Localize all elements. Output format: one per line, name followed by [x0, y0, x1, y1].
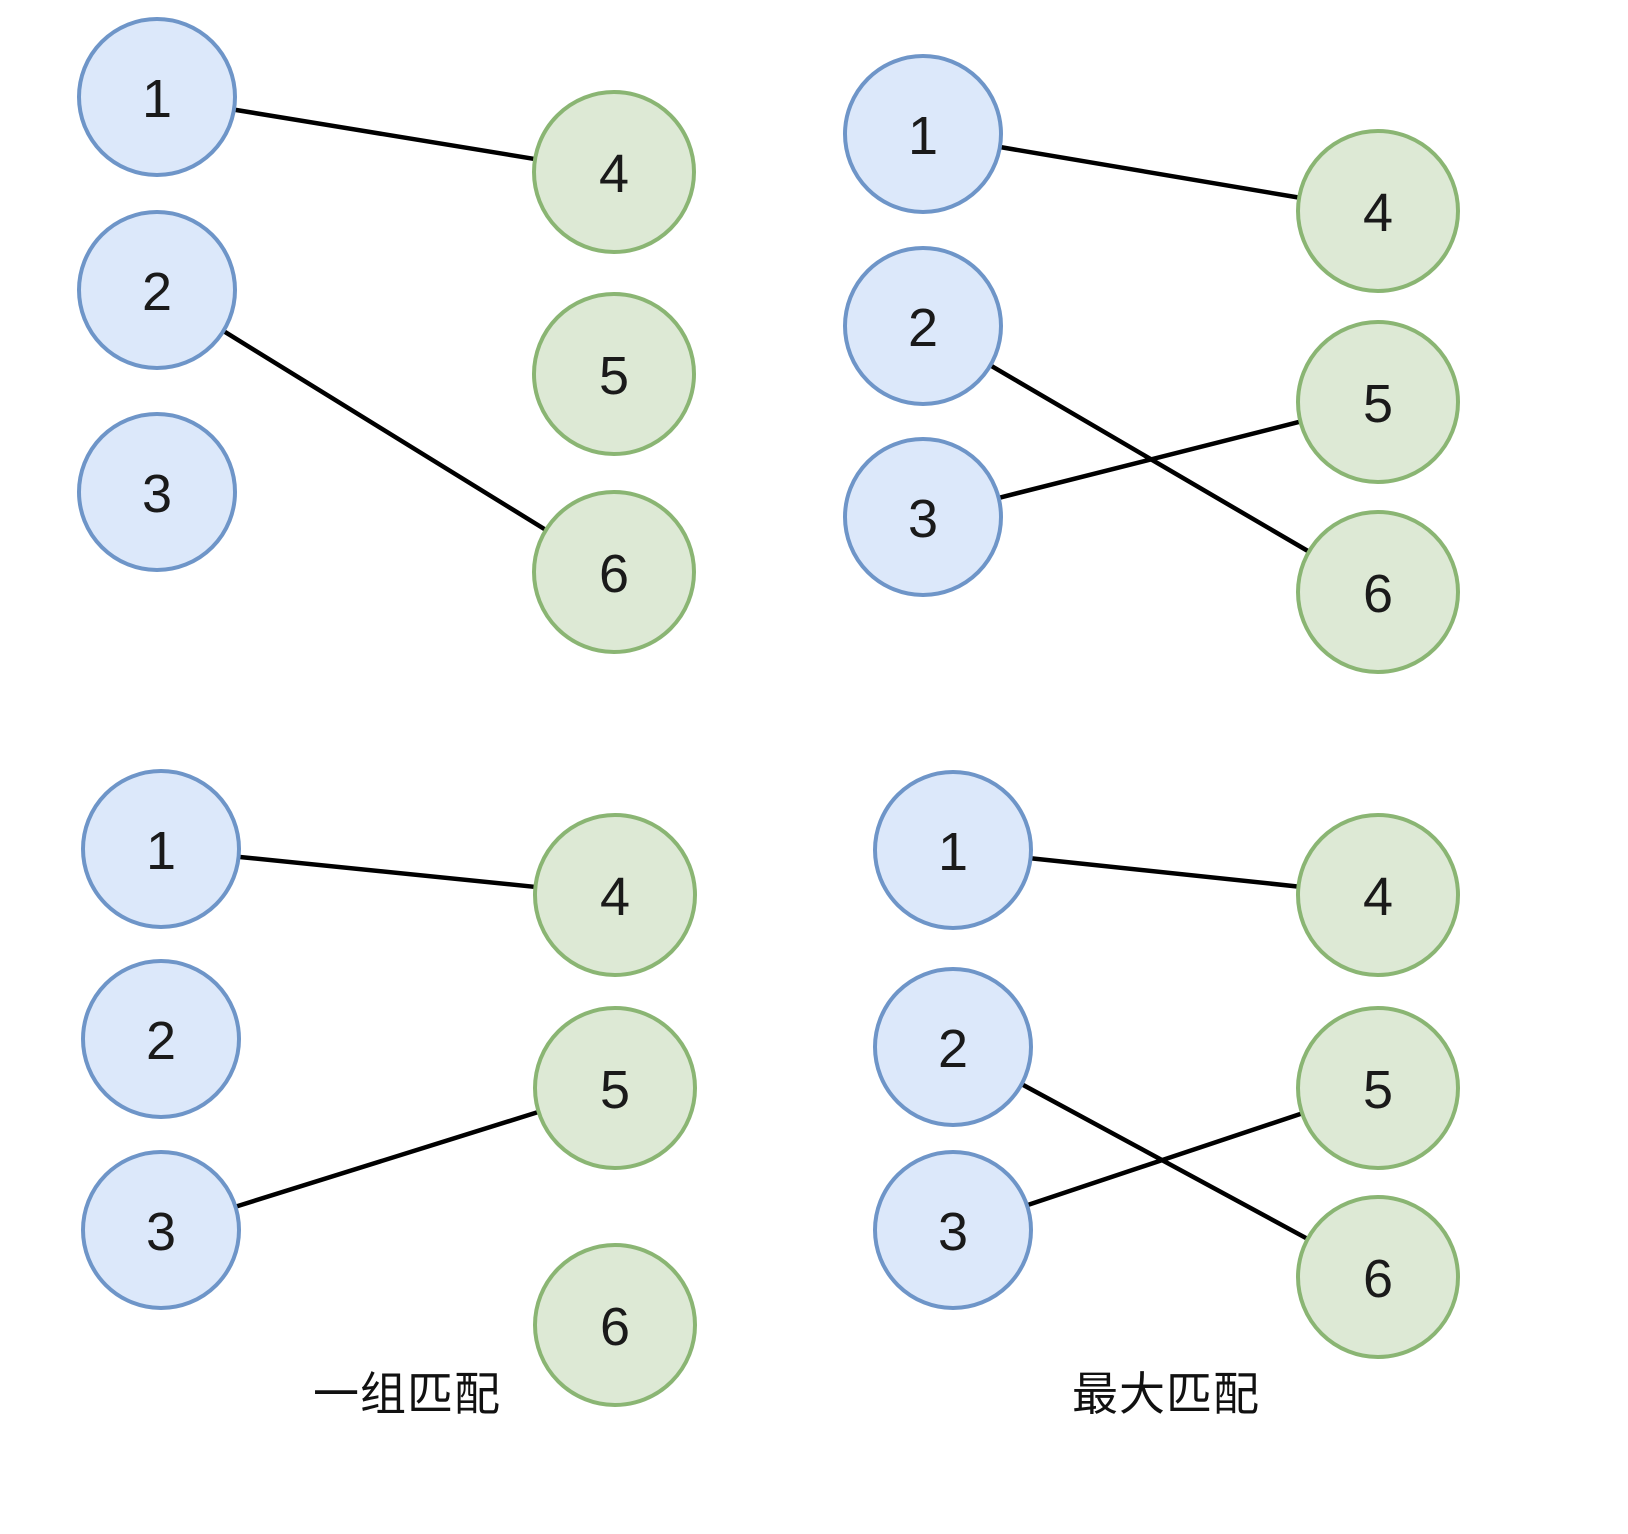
node-3[interactable]: 3 [81, 1150, 241, 1310]
edge-1-to-4 [997, 144, 1302, 200]
node-3[interactable]: 3 [77, 412, 237, 572]
node-circle-4 [1296, 813, 1460, 977]
node-label-3: 3 [146, 1202, 176, 1262]
edge-3-to-5 [233, 1109, 541, 1209]
edge-1-to-4 [236, 854, 538, 890]
node-circle-2 [77, 210, 237, 370]
node-5[interactable]: 5 [532, 292, 696, 456]
node-label-2: 2 [938, 1019, 968, 1079]
node-label-1: 1 [938, 822, 968, 882]
node-5[interactable]: 5 [1296, 320, 1460, 484]
node-5[interactable]: 5 [533, 1006, 697, 1170]
panel-top-left-nodes: 1 2 3 4 5 6 [77, 17, 696, 654]
node-circle-5 [532, 292, 696, 456]
node-1[interactable]: 1 [77, 17, 237, 177]
node-circle-1 [873, 770, 1033, 930]
node-label-2: 2 [142, 262, 172, 322]
node-2[interactable]: 2 [873, 967, 1033, 1127]
node-label-6: 6 [600, 1297, 630, 1357]
node-1[interactable]: 1 [873, 770, 1033, 930]
node-circle-5 [1296, 320, 1460, 484]
node-circle-6 [532, 490, 696, 654]
node-1[interactable]: 1 [81, 769, 241, 929]
edge-3-to-5 [996, 419, 1303, 501]
node-label-1: 1 [908, 106, 938, 166]
node-circle-6 [1296, 1195, 1460, 1359]
node-circle-1 [843, 54, 1003, 214]
panel-caption-maximum-matching: 最大匹配 [1072, 1368, 1260, 1420]
edge-2-to-6 [221, 328, 549, 533]
node-4[interactable]: 4 [1296, 813, 1460, 977]
panel-top-right-edges [988, 144, 1312, 554]
panel-top-left-edges [221, 107, 549, 533]
node-label-6: 6 [1363, 1249, 1393, 1309]
node-4[interactable]: 4 [533, 813, 697, 977]
node-circle-4 [532, 90, 696, 254]
panel-bottom-left-edges [233, 854, 541, 1209]
node-label-1: 1 [142, 69, 172, 129]
node-label-6: 6 [1363, 564, 1393, 624]
node-label-5: 5 [599, 346, 629, 406]
edges-layer [221, 107, 1312, 1242]
edge-3-to-5 [1024, 1111, 1305, 1208]
panel-caption-one-matching: 一组匹配 [313, 1368, 501, 1420]
node-2[interactable]: 2 [77, 210, 237, 370]
node-label-3: 3 [142, 464, 172, 524]
panel-bottom-right-nodes: 1 2 3 4 5 6 [873, 770, 1460, 1359]
node-circle-2 [843, 246, 1003, 406]
node-circle-6 [1296, 510, 1460, 674]
node-4[interactable]: 4 [532, 90, 696, 254]
node-label-5: 5 [600, 1060, 630, 1120]
node-circle-1 [77, 17, 237, 177]
node-label-4: 4 [1363, 183, 1393, 243]
node-label-4: 4 [599, 144, 629, 204]
node-label-1: 1 [146, 821, 176, 881]
panel-bottom-left-nodes: 1 2 3 4 5 6 [81, 769, 697, 1407]
node-circle-3 [81, 1150, 241, 1310]
node-circle-4 [533, 813, 697, 977]
node-6[interactable]: 6 [532, 490, 696, 654]
node-circle-5 [533, 1006, 697, 1170]
node-6[interactable]: 6 [1296, 1195, 1460, 1359]
node-circle-3 [843, 437, 1003, 597]
node-label-3: 3 [908, 489, 938, 549]
node-6[interactable]: 6 [1296, 510, 1460, 674]
node-label-2: 2 [146, 1011, 176, 1071]
node-circle-6 [533, 1243, 697, 1407]
node-circle-2 [81, 959, 241, 1119]
node-5[interactable]: 5 [1296, 1006, 1460, 1170]
node-circle-4 [1296, 129, 1460, 293]
node-6[interactable]: 6 [533, 1243, 697, 1407]
node-2[interactable]: 2 [843, 246, 1003, 406]
node-1[interactable]: 1 [843, 54, 1003, 214]
node-label-6: 6 [599, 544, 629, 604]
node-label-3: 3 [938, 1202, 968, 1262]
nodes-layer: 1 2 3 4 5 6 1 2 3 4 5 6 1 2 3 4 5 6 1 2 3 4 5 6 [77, 17, 1460, 1407]
panel-top-right-nodes: 1 2 3 4 5 6 [843, 54, 1460, 674]
node-label-5: 5 [1363, 374, 1393, 434]
node-label-2: 2 [908, 298, 938, 358]
node-2[interactable]: 2 [81, 959, 241, 1119]
node-3[interactable]: 3 [843, 437, 1003, 597]
node-label-4: 4 [600, 867, 630, 927]
node-circle-1 [81, 769, 241, 929]
node-circle-3 [77, 412, 237, 572]
panel-bottom-right-edges [1019, 855, 1310, 1242]
edge-1-to-4 [1028, 855, 1301, 889]
node-circle-5 [1296, 1006, 1460, 1170]
node-label-4: 4 [1363, 867, 1393, 927]
node-3[interactable]: 3 [873, 1150, 1033, 1310]
edge-1-to-4 [231, 107, 538, 162]
node-circle-2 [873, 967, 1033, 1127]
node-label-5: 5 [1363, 1060, 1393, 1120]
node-circle-3 [873, 1150, 1033, 1310]
node-4[interactable]: 4 [1296, 129, 1460, 293]
